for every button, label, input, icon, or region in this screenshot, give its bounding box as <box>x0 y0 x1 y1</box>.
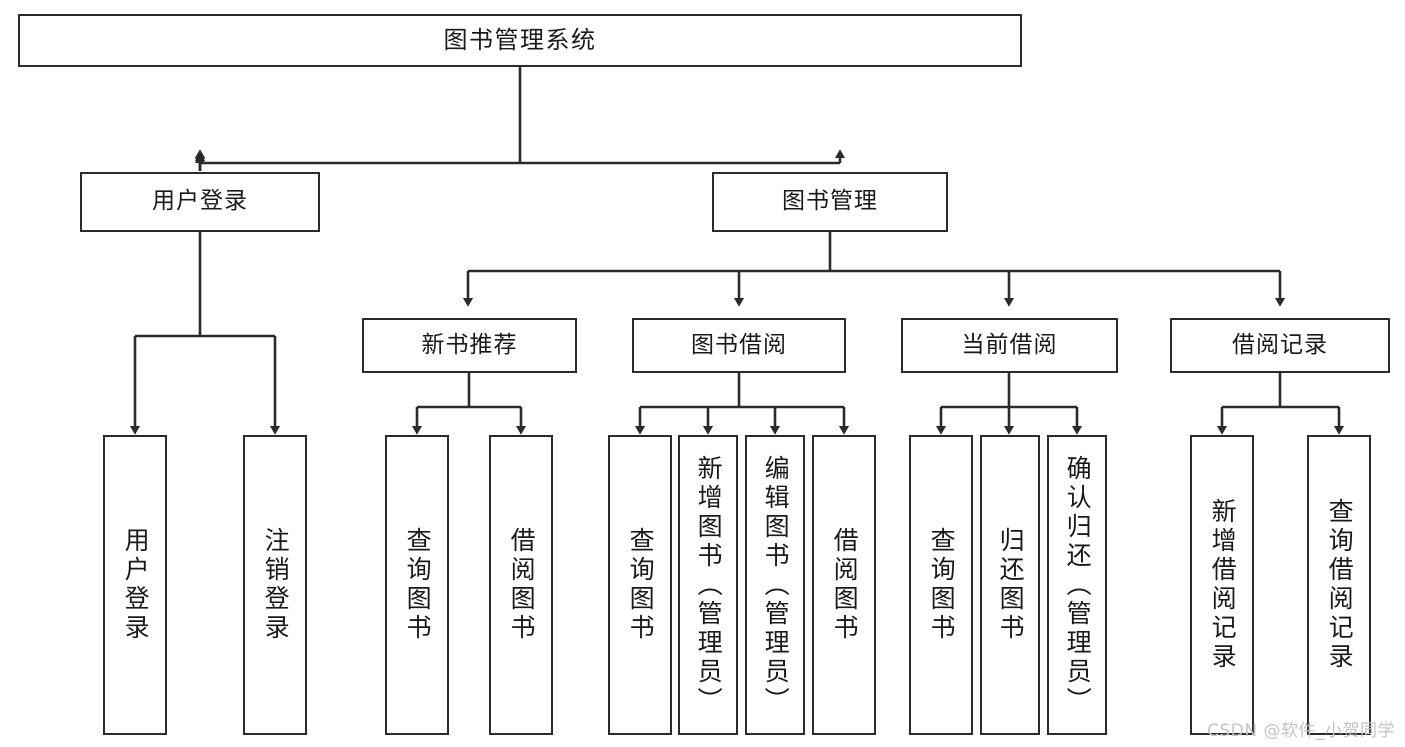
leaf-query-book-borrow[interactable]: 查询图书 <box>608 435 672 735</box>
leaf-add-book-admin[interactable]: 新增图书（管理员） <box>678 435 738 735</box>
node-label: 确认归还（管理员） <box>1063 454 1093 716</box>
node-borrow-record[interactable]: 借阅记录 <box>1170 318 1390 373</box>
node-label: 用户登录 <box>121 527 151 643</box>
node-current-borrow[interactable]: 当前借阅 <box>901 318 1118 373</box>
node-label: 借阅记录 <box>1232 331 1328 358</box>
node-book-management[interactable]: 图书管理 <box>712 172 948 232</box>
node-label: 用户登录 <box>152 188 248 215</box>
leaf-return-book[interactable]: 归还图书 <box>980 435 1040 735</box>
node-label: 查询图书 <box>927 527 957 643</box>
node-label: 图书借阅 <box>691 331 787 358</box>
node-label: 借阅图书 <box>507 527 537 643</box>
node-label: 新书推荐 <box>421 331 518 358</box>
leaf-add-borrow-record[interactable]: 新增借阅记录 <box>1190 435 1254 735</box>
node-label: 查询图书 <box>403 527 433 643</box>
csdn-watermark: CSDN @软件_小贺同学 <box>1207 721 1395 741</box>
node-book-borrow[interactable]: 图书借阅 <box>632 318 846 373</box>
leaf-query-book-new[interactable]: 查询图书 <box>385 435 449 735</box>
node-label: 新增图书（管理员） <box>694 454 724 716</box>
node-user-login[interactable]: 用户登录 <box>80 172 320 232</box>
node-label: 图书管理系统 <box>443 26 597 55</box>
leaf-edit-book-admin[interactable]: 编辑图书（管理员） <box>745 435 805 735</box>
node-label: 查询图书 <box>626 527 656 643</box>
node-label: 图书管理 <box>782 188 878 215</box>
node-label: 编辑图书（管理员） <box>761 454 791 716</box>
leaf-query-book-current[interactable]: 查询图书 <box>909 435 973 735</box>
node-label: 当前借阅 <box>961 331 1058 358</box>
leaf-query-borrow-record[interactable]: 查询借阅记录 <box>1307 435 1371 735</box>
leaf-borrow-book[interactable]: 借阅图书 <box>812 435 876 735</box>
node-new-book-recommend[interactable]: 新书推荐 <box>362 318 577 373</box>
node-label: 归还图书 <box>996 527 1026 643</box>
leaf-logout[interactable]: 注销登录 <box>243 435 307 735</box>
node-label: 查询借阅记录 <box>1325 498 1355 672</box>
node-label: 借阅图书 <box>830 527 860 643</box>
leaf-confirm-return-admin[interactable]: 确认归还（管理员） <box>1047 435 1107 735</box>
node-label: 注销登录 <box>261 527 291 643</box>
leaf-user-login[interactable]: 用户登录 <box>103 435 167 735</box>
leaf-borrow-book-new[interactable]: 借阅图书 <box>489 435 553 735</box>
node-root-system[interactable]: 图书管理系统 <box>18 14 1022 67</box>
node-label: 新增借阅记录 <box>1208 498 1238 672</box>
